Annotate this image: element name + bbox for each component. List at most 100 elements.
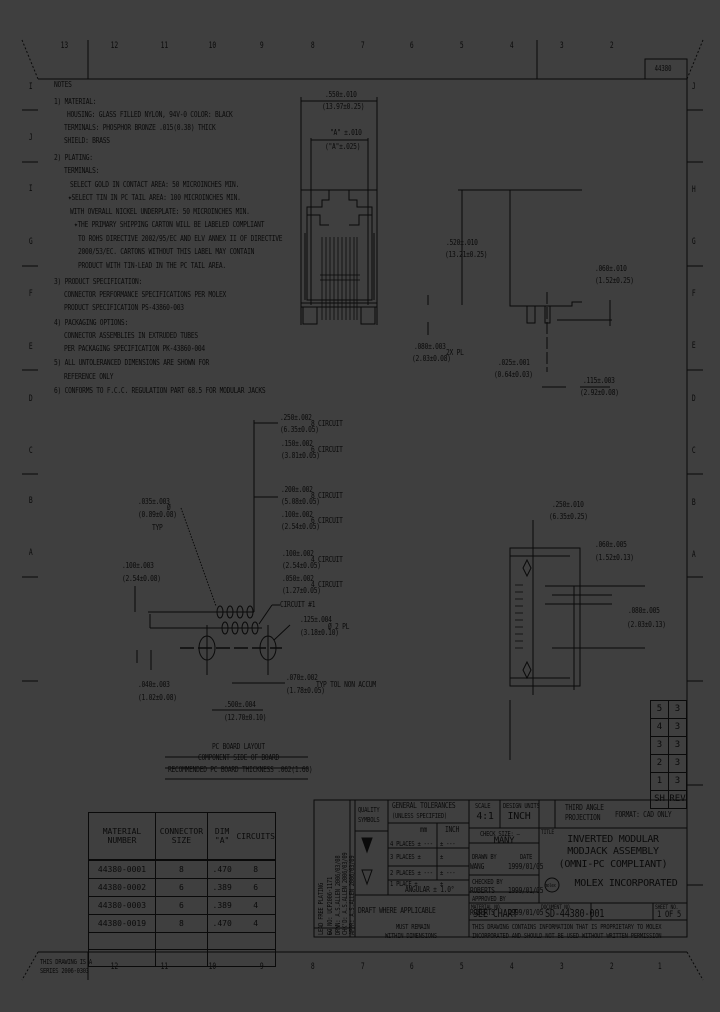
table-row: 44380-0019 8 .470 4	[88, 914, 277, 933]
document-no-label: DOCUMENT NO.	[541, 904, 573, 911]
note-line: 2) PLATING:	[54, 153, 93, 162]
stamp-line: THIS DRAWING IS A	[40, 958, 92, 966]
zone-label: F	[691, 289, 696, 299]
title-label: TITLE	[541, 829, 554, 836]
column-header: MATERIAL NUMBER	[88, 812, 156, 861]
dimension-text: .250±.002	[280, 413, 312, 422]
circuit-label: 6 CIRCUIT	[311, 445, 343, 454]
zone-label: E	[691, 341, 696, 351]
circuit-label: 4 CIRCUIT	[311, 580, 343, 589]
dimension-text: .125±.004	[300, 615, 332, 624]
material-no: SEE CHART	[473, 907, 518, 920]
checked-by: ROBERTS	[470, 886, 495, 895]
tolerance-row: ± ---	[440, 869, 456, 877]
pcb-thickness-note: RECOMMENDED PC BOARD THICKNESS .062(1.60…	[168, 765, 313, 774]
zone-label: 6	[409, 962, 414, 972]
notes-title: NOTES	[54, 80, 72, 89]
zone-label: C	[28, 446, 33, 456]
format-label: FORMAT: CAD ONLY	[615, 810, 672, 819]
draft-note: DRAFT WHERE APPLICABLE	[358, 906, 436, 915]
dimension-text: (1.27±0.05)	[282, 586, 321, 595]
note-line: PRODUCT SPECIFICATION PS-43860-003	[64, 303, 184, 312]
note-line: CONNECTOR ASSEMBLIES IN EXTRUDED TUBES	[64, 331, 198, 340]
dimension-text: .080±.003	[414, 342, 446, 351]
tolerance-row: ± ---	[440, 840, 456, 848]
inch-label: INCH	[445, 825, 460, 834]
note-line: PRODUCT WITH TIN-LEAD IN THE PC TAIL ARE…	[78, 261, 226, 270]
zone-label: G	[28, 237, 33, 247]
sheet-label: SHEET NO.	[655, 904, 679, 911]
document-no: SD-44380-001	[545, 907, 605, 920]
dimension-text: .035±.003	[138, 497, 170, 506]
zone-label: 9	[259, 962, 264, 972]
zone-label: A	[28, 548, 33, 558]
dimension-text: (1.02±0.08)	[138, 693, 177, 702]
note-line: ✦SELECT TIN IN PC TAIL AREA: 100 MICROIN…	[68, 193, 241, 202]
doc-number-tab: 44380	[654, 64, 672, 73]
note-line: CONNECTOR PERFORMANCE SPECIFICATIONS PER…	[64, 290, 227, 299]
note-line: 3) PRODUCT SPECIFICATION:	[54, 277, 143, 286]
drawing-title-line2: MODJACK ASSEMBLY	[567, 846, 659, 857]
zone-label: 4	[509, 41, 514, 51]
mm-label: mm	[420, 825, 428, 834]
design-units-label: DESIGN UNITS	[503, 802, 540, 810]
zone-label: 1	[657, 962, 662, 972]
zone-label: 9	[259, 41, 264, 51]
tolerance-row: 3 PLACES ±	[390, 853, 421, 861]
quality-symbols-label: QUALITY SYMBOLS	[358, 806, 380, 824]
approved-by-label: APPROVED BY	[472, 895, 506, 903]
dimension-note: TYP	[152, 523, 163, 532]
zone-label: 8	[310, 962, 315, 972]
zone-label: H	[691, 185, 696, 195]
zone-label: A	[691, 550, 696, 560]
diameter-symbol: Ø	[167, 503, 171, 512]
drawn-date: 1999/01/05	[508, 862, 544, 871]
zone-label: 4	[509, 962, 514, 972]
circuit-label: 4 CIRCUIT	[311, 555, 343, 564]
material-table: MATERIAL NUMBER CONNECTOR SIZE DIM "A" C…	[88, 812, 277, 967]
dimension-text: (12.70±0.10)	[224, 713, 267, 722]
dimension-text: (1.78±0.05)	[286, 686, 325, 695]
approved-info: APPR: A.S.ALLEN 2006/03/09	[348, 855, 356, 935]
circuit-label: 6 CIRCUIT	[311, 516, 343, 525]
dimension-note: Ø 2 PL	[328, 622, 350, 631]
note-line: 5) ALL UNTOLERANCED DIMENSIONS ARE SHOWN…	[54, 358, 210, 367]
dimension-text: .520±.010	[446, 238, 478, 247]
table-cell	[206, 949, 277, 967]
zone-label: 7	[360, 962, 365, 972]
general-tolerances-label: GENERAL TOLERANCES	[392, 801, 456, 810]
tolerance-row: ±	[440, 853, 444, 861]
note-line: 6) CONFORMS TO F.C.C. REGULATION PART 68…	[54, 386, 266, 395]
zone-label: 2	[609, 41, 614, 51]
zone-label: E	[28, 342, 33, 352]
zone-label: D	[691, 394, 696, 404]
dimension-text: .070±.002	[286, 673, 318, 682]
note-line: SELECT GOLD IN CONTACT AREA: 50 MICROINC…	[70, 180, 240, 189]
zone-label: J	[28, 133, 33, 143]
note-line: 1) MATERIAL:	[54, 97, 97, 106]
dimension-note: 2X PL	[446, 348, 464, 357]
note-line: TERMINALS: PHOSPHOR BRONZE .015(0.38) TH…	[64, 123, 216, 132]
dimension-text: (3.81±0.05)	[281, 451, 320, 460]
dimension-text: .200±.002	[281, 485, 313, 494]
dimension-text: .050±.002	[282, 574, 314, 583]
note-line: SHIELD: BRASS	[64, 136, 110, 145]
dimension-text: .100±.002	[282, 549, 314, 558]
dimension-text: "A" ±.010	[330, 128, 362, 137]
approved-date: 1999/01/05	[508, 908, 544, 917]
dimension-text: (1.52±0.25)	[595, 276, 634, 285]
proprietary-notice: THIS DRAWING CONTAINS INFORMATION THAT I…	[472, 923, 662, 931]
zone-label: 10	[208, 41, 217, 51]
scale-value: 4:1	[476, 811, 494, 822]
dimension-text: .060±.005	[595, 540, 627, 549]
dimension-note: TYP TOL NON ACCUM	[316, 680, 376, 689]
dimension-text: (2.54±0.05)	[282, 561, 321, 570]
zone-label: 7	[360, 41, 365, 51]
table-row	[88, 932, 277, 950]
dimension-text: (1.52±0.13)	[595, 553, 634, 562]
zone-label: B	[28, 496, 33, 506]
projection-label: THIRD ANGLE PROJECTION	[565, 803, 604, 822]
zone-label: 2	[609, 962, 614, 972]
